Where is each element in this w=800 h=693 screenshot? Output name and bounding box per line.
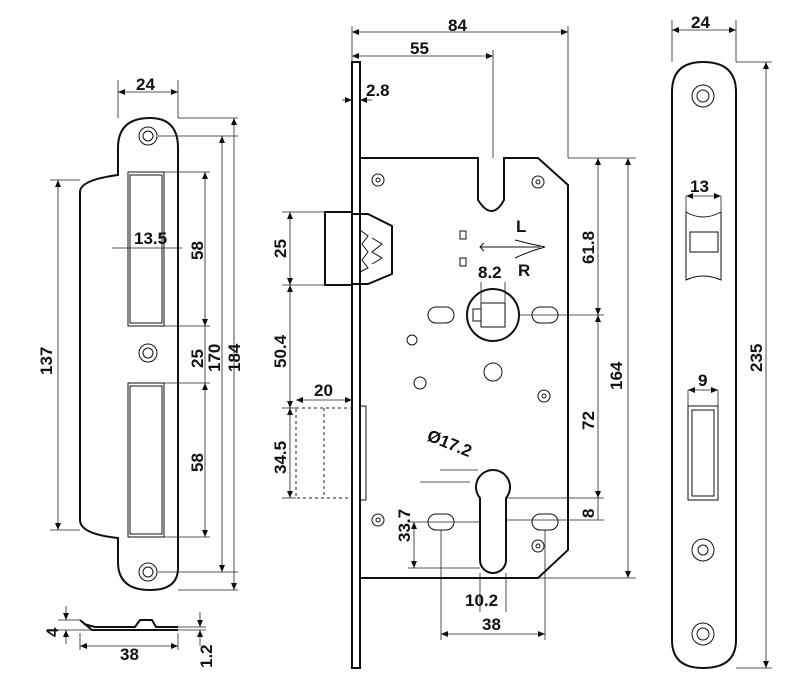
- case-screw-top-left: [371, 173, 385, 187]
- faceplate-thickness-label: 2.8: [366, 81, 390, 100]
- faceplate-view: 24 13 9 235: [671, 13, 772, 670]
- faceplate-latch-slot-label: 13: [690, 177, 709, 196]
- faceplate-deadbolt-slot-label: 9: [698, 371, 707, 390]
- strike-lip-height-label: 137: [37, 347, 56, 375]
- fixing-pitch-label: 38: [482, 615, 501, 634]
- strike-overall-height-label: 184: [225, 343, 244, 372]
- hand-left-label: L: [516, 217, 526, 236]
- faceplate-lower-screw: [691, 538, 715, 562]
- faceplate-width-label: 24: [691, 13, 710, 32]
- strike-slot-height-bottom-label: 58: [188, 453, 207, 472]
- bolt-projection-label: 20: [314, 381, 333, 400]
- case-screw-mid-right: [537, 389, 551, 403]
- latch-bolt: [324, 211, 352, 286]
- latch-to-deadbolt-label: 50.4: [271, 334, 290, 368]
- strike-slot-width-label: 13.5: [134, 229, 167, 248]
- faceplate-bottom-hole: [691, 622, 715, 646]
- case-screw-bottom-right: [531, 539, 545, 553]
- case-screw-bottom-left: [371, 513, 385, 527]
- strike-profile-shape: [79, 619, 178, 631]
- strike-top-hole: [138, 126, 158, 146]
- spindle-hub: [466, 288, 520, 342]
- deadbolt-projection: [295, 407, 353, 499]
- case-upper-label: 61.8: [579, 231, 598, 264]
- cylinder-lower-label: 8: [579, 509, 598, 518]
- strike-center-hole: [138, 343, 158, 363]
- strike-hole-pitch-label: 170: [205, 344, 224, 372]
- lock-faceplate-strip: [351, 61, 361, 669]
- strike-plate-view: 24 13.5 137 58 25 58 170 184: [37, 75, 244, 592]
- strike-profile-offset-label: 4: [43, 627, 62, 637]
- lock-overall-depth-label: 84: [448, 16, 467, 35]
- latch-height-label: 25: [271, 239, 290, 258]
- spindle-square: [480, 302, 506, 328]
- strike-plate-profile: 38 4 1.2: [43, 606, 216, 668]
- lock-case-outline: [360, 157, 569, 579]
- hand-arrows-icon: [479, 239, 546, 259]
- deadbolt-height-label: 34.5: [271, 441, 290, 474]
- faceplate-overall-height-label: 235: [747, 344, 766, 372]
- lock-backset-label: 55: [410, 39, 429, 58]
- spindle-to-cylinder-label: 72: [579, 411, 598, 430]
- strike-profile-depth-label: 38: [120, 645, 139, 664]
- strike-thickness-label: 1.2: [197, 644, 216, 668]
- case-height-label: 164: [607, 361, 626, 390]
- cylinder-width-label: 10.2: [465, 591, 498, 610]
- faceplate-deadbolt-slot: [687, 405, 719, 501]
- strike-center-gap-label: 25: [188, 349, 207, 368]
- strike-lower-slot: [129, 385, 163, 535]
- euro-cylinder-cutout: [475, 469, 511, 574]
- strike-width-label: 24: [136, 75, 155, 94]
- case-screw-top-right: [531, 175, 545, 189]
- strike-slot-height-top-label: 58: [188, 241, 207, 260]
- hand-right-label: R: [518, 261, 530, 280]
- faceplate-latch-slot: [685, 211, 722, 281]
- cylinder-diameter-label: Ø17.2: [425, 426, 475, 461]
- cylinder-offset-label: 33.7: [395, 509, 414, 542]
- strike-plate-outline: [79, 116, 179, 592]
- faceplate-top-hole: [691, 84, 715, 108]
- strike-upper-slot: [129, 174, 163, 324]
- lock-body-view: 84 55 2.8 25 50.4 20 34.5 61.8 L R 8.2 1…: [271, 16, 636, 669]
- strike-bottom-hole: [138, 562, 158, 582]
- spindle-square-label: 8.2: [478, 263, 502, 282]
- faceplate-outline: [671, 60, 737, 670]
